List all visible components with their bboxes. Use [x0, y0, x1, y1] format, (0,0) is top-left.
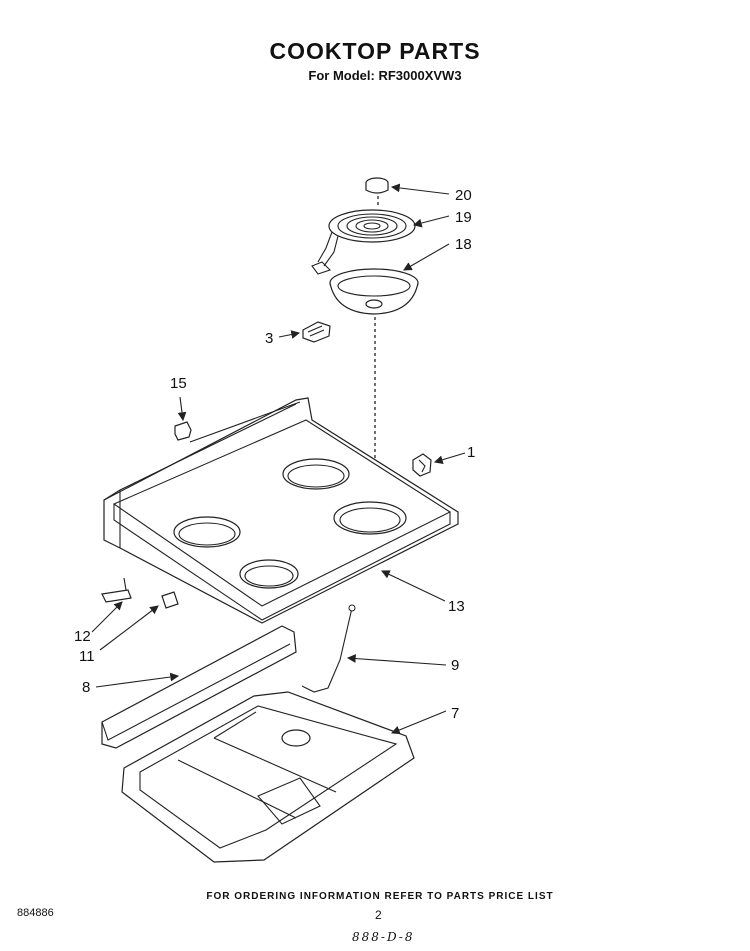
- callout-18: 18: [455, 236, 472, 253]
- ordering-note: FOR ORDERING INFORMATION REFER TO PARTS …: [206, 891, 554, 902]
- leader-11: [99, 605, 159, 651]
- leader-8: [95, 672, 180, 688]
- part-11-spacer: [161, 591, 179, 609]
- part-1-bracket: [412, 453, 432, 477]
- callout-13: 13: [448, 598, 465, 615]
- callout-12: 12: [74, 628, 91, 645]
- leader-12: [91, 601, 123, 633]
- leader-1: [433, 452, 466, 465]
- callout-3: 3: [265, 330, 273, 347]
- part-9-rod: [301, 604, 356, 693]
- callout-1: 1: [467, 444, 475, 461]
- part-19-surface-element: [311, 209, 416, 275]
- leader-7: [390, 710, 447, 735]
- callout-8: 8: [82, 679, 90, 696]
- leader-18: [403, 243, 450, 271]
- leader-15: [177, 396, 187, 422]
- part-7-burner-box: [121, 691, 415, 863]
- callout-15: 15: [170, 375, 187, 392]
- leader-20: [390, 183, 450, 195]
- callout-7: 7: [451, 705, 459, 722]
- part-20-knob: [365, 177, 389, 194]
- model-subtitle: For Model: RF3000XVW3: [308, 68, 462, 83]
- page-title: COOKTOP PARTS: [269, 38, 481, 64]
- leader-9: [346, 654, 447, 666]
- callout-19: 19: [455, 209, 472, 226]
- part-8-front-strip: [101, 625, 297, 749]
- callout-20: 20: [455, 187, 472, 204]
- part-18-drip-bowl: [329, 268, 419, 315]
- leader-3: [278, 330, 301, 339]
- page-number: 2: [375, 908, 382, 922]
- part-12-screw: [101, 577, 132, 603]
- callout-11: 11: [79, 648, 95, 665]
- part-15-clip: [174, 421, 192, 441]
- leader-19: [412, 215, 450, 228]
- part-3-receptacle: [302, 321, 331, 343]
- part-13-cooktop: [103, 397, 459, 624]
- handwritten-code: 888-D-8: [352, 930, 415, 944]
- callout-9: 9: [451, 657, 459, 674]
- leader-13: [381, 570, 446, 602]
- document-number: 884886: [17, 907, 54, 919]
